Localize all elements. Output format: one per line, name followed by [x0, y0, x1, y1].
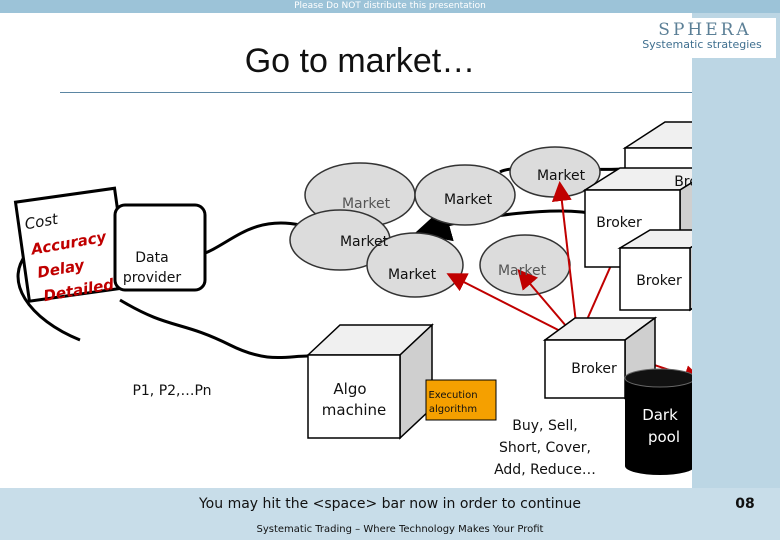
data-provider-line2: provider [123, 270, 182, 286]
connector-market-to-provider [199, 221, 301, 257]
execution-line2: algorithm [429, 404, 477, 415]
market-cloud-cluster [289, 146, 601, 298]
data-provider-box: Data provider [113, 203, 207, 292]
dark-pool-line2: pool [648, 428, 680, 446]
broker-cube [617, 229, 692, 312]
page-number: 08 [735, 496, 755, 512]
market-label: Market [342, 196, 391, 212]
connector-left-loop [16, 248, 81, 342]
market-label: Market [498, 263, 547, 279]
quality-item: Cost [23, 210, 60, 234]
footer-band [0, 488, 780, 540]
connector-broker-to-market [414, 206, 601, 242]
algo-machine-line1: Algo [333, 380, 366, 398]
broker-label: Broker [674, 174, 692, 190]
execution-line1: Execution [428, 390, 477, 401]
algo-machine-line2: machine [322, 401, 386, 419]
logo-subtitle: Systematic strategies [642, 38, 762, 51]
orders-line3: Add, Reduce… [494, 462, 596, 478]
broker-label: Broker [636, 273, 682, 289]
slide-title: Go to market… [244, 42, 476, 80]
connector-prices-to-algo [119, 298, 311, 360]
right-decor-band [692, 13, 780, 540]
orders-line1: Buy, Sell, [512, 418, 577, 434]
distribution-notice: Please Do NOT distribute this presentati… [0, 0, 780, 13]
dark-pool-cylinder [624, 368, 692, 475]
continue-hint: You may hit the <space> bar now in order… [198, 496, 582, 512]
prices-label: P1, P2,…Pn [132, 383, 211, 399]
execution-algorithm-box [425, 379, 497, 421]
broker-label: Broker [596, 215, 642, 231]
sphera-logo: SPHERA [658, 20, 752, 40]
dark-pool-line1: Dark [642, 406, 678, 424]
footer-tagline: Systematic Trading – Where Technology Ma… [256, 524, 544, 535]
data-provider-line1: Data [135, 250, 168, 266]
algo-machine-cube [306, 323, 434, 440]
market-label: Market [388, 267, 437, 283]
go-to-market-diagram: Cost Accuracy Delay Detailed Data provid… [13, 121, 692, 478]
orders-line2: Short, Cover, [499, 440, 591, 456]
broker-label: Broker [571, 361, 617, 377]
title-divider [60, 92, 692, 93]
logo-area [636, 18, 776, 58]
market-label: Market [537, 168, 586, 184]
market-label: Market [340, 234, 389, 250]
market-label: Market [444, 192, 493, 208]
